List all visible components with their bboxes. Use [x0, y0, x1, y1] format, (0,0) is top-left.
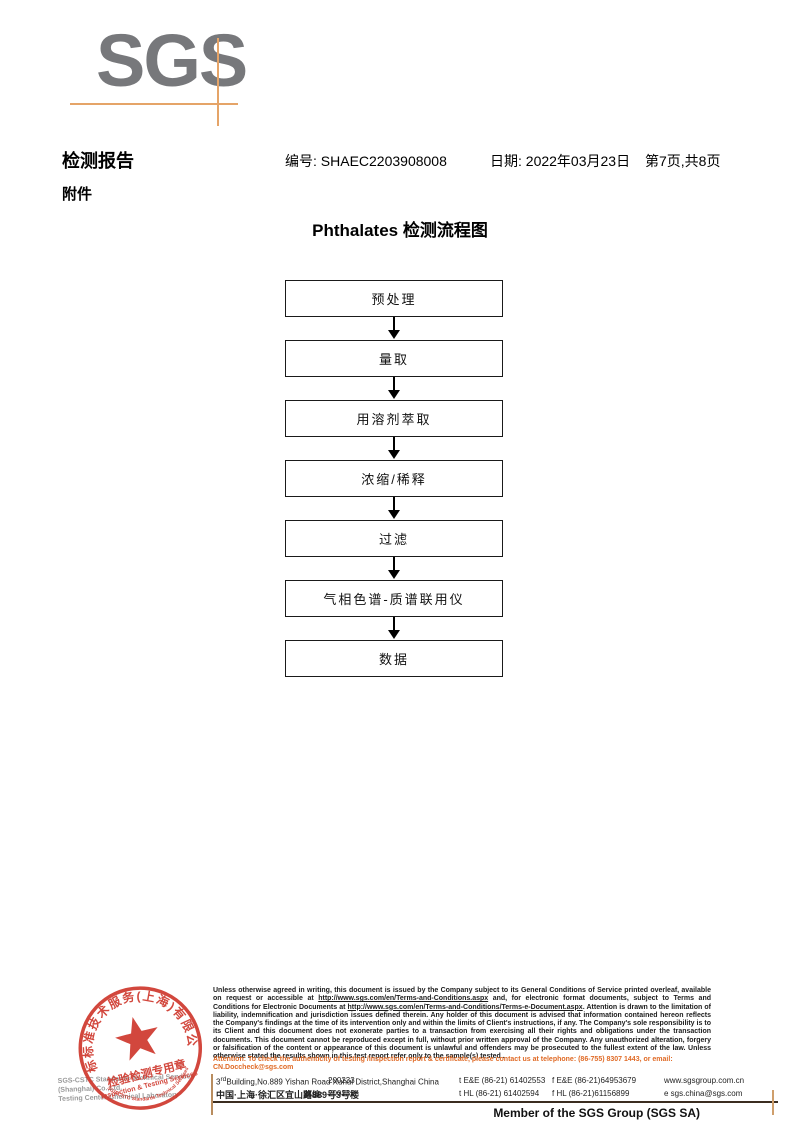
phone-cn: t HL (86-21) 61402594: [459, 1089, 540, 1098]
page-indicator: 第7页,共8页: [645, 153, 721, 169]
address-row-en: 3rdBuilding,No.889 Yishan Road Xuhui Dis…: [212, 1074, 744, 1087]
flow-step-concentrate-dilute: 浓缩/稀释: [285, 460, 503, 497]
report-number: 编号: SHAEC2203908008: [285, 153, 447, 169]
down-arrow-icon: [285, 317, 503, 340]
down-arrow-icon: [285, 557, 503, 580]
logo-vertical-line: [217, 38, 219, 126]
sgs-logo: SGS: [96, 19, 248, 102]
flow-step-gcms: 气相色谱-质谱联用仪: [285, 580, 503, 617]
flowchart-title: Phthalates 检测流程图: [312, 221, 488, 240]
address-cn: 中国·上海·徐汇区宜山路889号3号楼: [216, 1090, 360, 1100]
down-arrow-icon: [285, 377, 503, 400]
inspection-seal-stamp: 通标标准技术服务(上海)有限公司 检验检测专用章 Inspection & Te…: [50, 960, 203, 1112]
document-title: 检测报告: [62, 151, 134, 171]
postcode-cn: 200233: [328, 1089, 355, 1098]
logo-horizontal-line: [70, 103, 238, 105]
email-link[interactable]: e sgs.china@sgs.com: [664, 1089, 743, 1098]
address-block: 3rdBuilding,No.889 Yishan Road Xuhui Dis…: [211, 1074, 744, 1100]
report-date: 日期: 2022年03月23日: [490, 153, 631, 169]
footer-divider-line: [212, 1101, 778, 1103]
disclaimer-text-2: and, for electronic format documents, su…: [213, 995, 712, 1011]
address-row-cn: 中国·上海·徐汇区宜山路889号3号楼 邮编: 200233 t HL (86-…: [212, 1087, 742, 1100]
disclaimer-text-1: Unless otherwise agreed in writing, this…: [213, 987, 711, 1003]
terms-conditions-link[interactable]: http://www.sgs.com/en/Terms-and-Conditio…: [318, 995, 489, 1003]
sgs-member-line: Member of the SGS Group (SGS SA): [493, 1106, 700, 1120]
legal-disclaimer: Unless otherwise agreed in writing, this…: [213, 987, 711, 1062]
postcode-label-cn: 邮编:: [304, 1090, 323, 1099]
flow-step-pretreatment: 预处理: [285, 280, 503, 317]
phone-en: t E&E (86-21) 61402553: [459, 1076, 546, 1085]
address-en: 3rdBuilding,No.889 Yishan Road Xuhui Dis…: [216, 1076, 439, 1087]
flowchart: 预处理 量取 用溶剂萃取 浓缩/稀释 过滤 气相色谱-质谱联用仪 数据: [285, 280, 503, 677]
fax-cn: f HL (86-21)61156899: [552, 1089, 630, 1098]
terms-e-document-link[interactable]: http://www.sgs.com/en/Terms-and-Conditio…: [347, 1003, 583, 1011]
seal-ring: [78, 986, 203, 1110]
down-arrow-icon: [285, 437, 503, 460]
fax-en: f E&E (86-21)64953679: [552, 1076, 637, 1085]
seal-star-icon: [115, 1017, 158, 1061]
crop-mark-right: [772, 1090, 774, 1115]
flow-step-filter: 过滤: [285, 520, 503, 557]
website-link[interactable]: www.sgsgroup.com.cn: [664, 1076, 745, 1085]
disclaimer-text-3: . Attention is drawn to the limitation o…: [213, 1003, 711, 1061]
crop-mark-left: [211, 1074, 213, 1115]
attachment-label: 附件: [62, 186, 93, 203]
down-arrow-icon: [285, 497, 503, 520]
down-arrow-icon: [285, 617, 503, 640]
flow-step-measure: 量取: [285, 340, 503, 377]
postcode-en: 200233: [328, 1076, 355, 1085]
attention-notice: Attention: To check the authenticity of …: [213, 1056, 673, 1072]
flow-step-data: 数据: [285, 640, 503, 677]
flow-step-solvent-extraction: 用溶剂萃取: [285, 400, 503, 437]
